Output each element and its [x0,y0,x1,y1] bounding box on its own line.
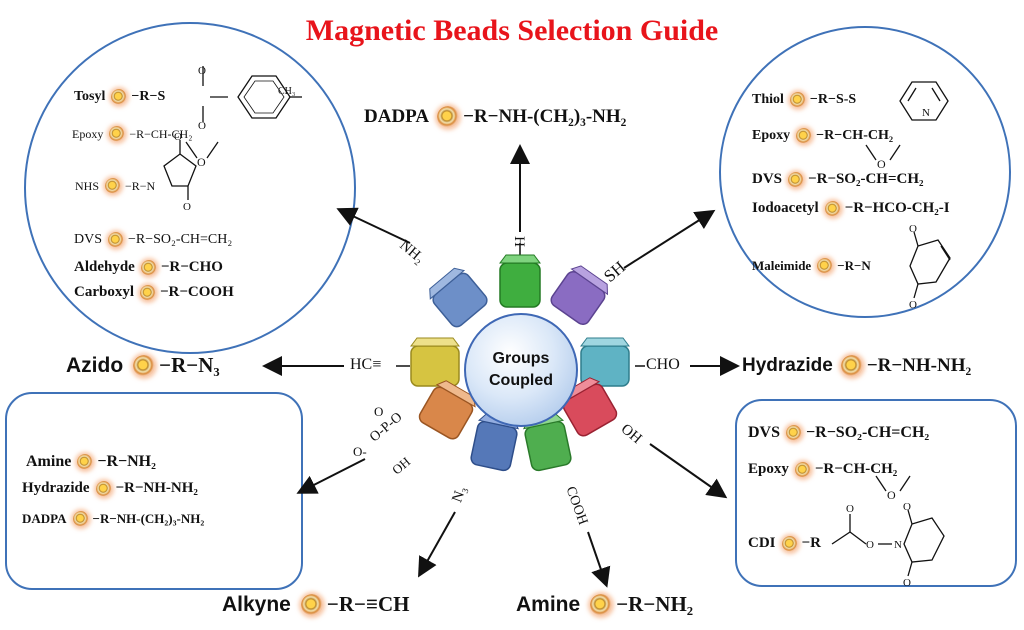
bead-icon [105,178,122,194]
bead-icon [817,258,834,274]
tl-row-epoxy: Epoxy −R−CH-CH₂ [72,126,193,142]
bead-icon [109,126,126,142]
prism-h [499,254,541,308]
svg-text:O: O [198,120,206,132]
svg-text:O: O [909,223,917,235]
br-row-cdi: CDI −R [748,535,821,552]
hub-line2: Coupled [489,372,553,389]
tr-row-epoxy: Epoxy −R−CH-CH₂ [752,128,894,144]
epoxy-ring-br [875,475,911,492]
hub-groups-coupled: Groups Coupled [464,313,578,427]
prism-cho [580,337,630,387]
bead-icon [95,480,112,497]
tr-row-maleimide: Maleimide −R−N [752,258,871,274]
bead-icon [590,593,613,616]
bead-icon [300,593,323,616]
svg-text:O: O [197,155,206,169]
arrow-to-bottom-right [649,443,728,499]
svg-text:O: O [846,503,854,515]
br-row-dvs: DVS −R−SO₂-CH=CH₂ [748,424,930,441]
bead-icon [786,425,803,441]
tl-row-tosyl: Tosyl −R−S [74,89,166,105]
bead-icon [108,232,125,248]
svg-text:O: O [903,501,911,513]
prism-alkyne [410,337,460,387]
bead-icon [789,92,806,108]
pyridine-ring [899,81,949,121]
hub-line1: Groups [492,350,550,367]
br-row-epoxy: Epoxy −R−CH-CH₂ [748,461,898,478]
arrow-to-amine [587,531,611,588]
bead-icon [111,89,128,105]
epoxy-ring-tl [185,141,219,159]
group-phosphate-o-left: O- [353,444,367,459]
arrow-to-alkyne [418,511,456,578]
prism-nh2 [429,267,488,328]
svg-text:O: O [903,577,911,589]
outer-azido: Azido −R−N₃ [66,353,220,377]
bead-icon [437,106,460,128]
group-h: H [510,236,527,247]
bead-icon [72,511,89,527]
outer-dadpa: DADPA −R−NH-(CH₂)₃-NH₂ [364,106,627,128]
bead-icon [140,284,156,301]
tosyl-ch3: CH₃ [278,86,296,97]
nhs-ring [163,140,197,200]
bead-icon [840,355,863,377]
bead-icon [788,171,805,188]
group-phosphate-o-top: O [374,404,384,419]
arrow-to-bottom-left [296,458,366,494]
svg-text:O: O [183,201,191,213]
diagram-title: Magnetic Beads Selection Guide [305,14,719,47]
tosyl-structure [202,66,302,122]
svg-text:O: O [174,131,182,143]
bl-row-hydrazide: Hydrazide −R−NH-NH₂ [22,480,198,497]
top-right-panel-border [719,26,1011,318]
svg-text:O: O [866,539,874,551]
svg-text:O: O [877,157,886,171]
bead-icon [781,535,798,552]
outer-hydrazide: Hydrazide −R−NH-NH₂ [742,355,972,377]
bottom-right-panel-border [735,399,1017,587]
bead-icon [133,354,156,377]
bl-row-dadpa: DADPA −R−NH-(CH₂)₃-NH₂ [22,511,205,527]
arrow-to-top-left [336,207,411,244]
tr-row-thiol: Thiol −R−S-S [752,92,857,108]
tl-row-dvs: DVS −R−SO₂-CH=CH₂ [74,232,233,248]
prism-phosphate [418,380,476,440]
arrow-to-top-right [623,209,716,269]
svg-text:N: N [922,107,930,119]
bead-icon [77,454,94,470]
svg-text:O: O [887,488,896,502]
bead-icon [794,461,811,478]
cdi-structure [831,509,945,577]
prism-sh [550,265,609,326]
tr-row-dvs: DVS −R−SO₂-CH=CH₂ [752,171,924,188]
outer-alkyne: Alkyne −R−≡CH [222,592,410,616]
group-cho: CHO [646,356,680,373]
svg-text:O: O [909,299,917,311]
tl-row-aldehyde: Aldehyde −R−CHO [74,259,223,276]
svg-text:N: N [894,539,902,551]
svg-text:O: O [198,65,206,77]
bead-icon [796,128,813,144]
bead-icon [140,259,157,276]
maleimide-ring [909,231,951,299]
top-left-panel-border [24,22,356,354]
tl-row-carboxyl: Carboxyl −R−COOH [74,284,234,301]
tr-row-iodoacetyl: Iodoacetyl −R−HCO-CH₂-I [752,200,950,217]
epoxy-ring-tr [865,144,901,161]
outer-amine: Amine −R−NH₂ [516,592,694,616]
tl-row-nhs: NHS −R−N [75,178,156,194]
group-alkyne: HC≡ [350,356,382,373]
bl-row-amine: Amine −R−NH₂ [26,453,156,470]
bead-icon [824,200,841,217]
